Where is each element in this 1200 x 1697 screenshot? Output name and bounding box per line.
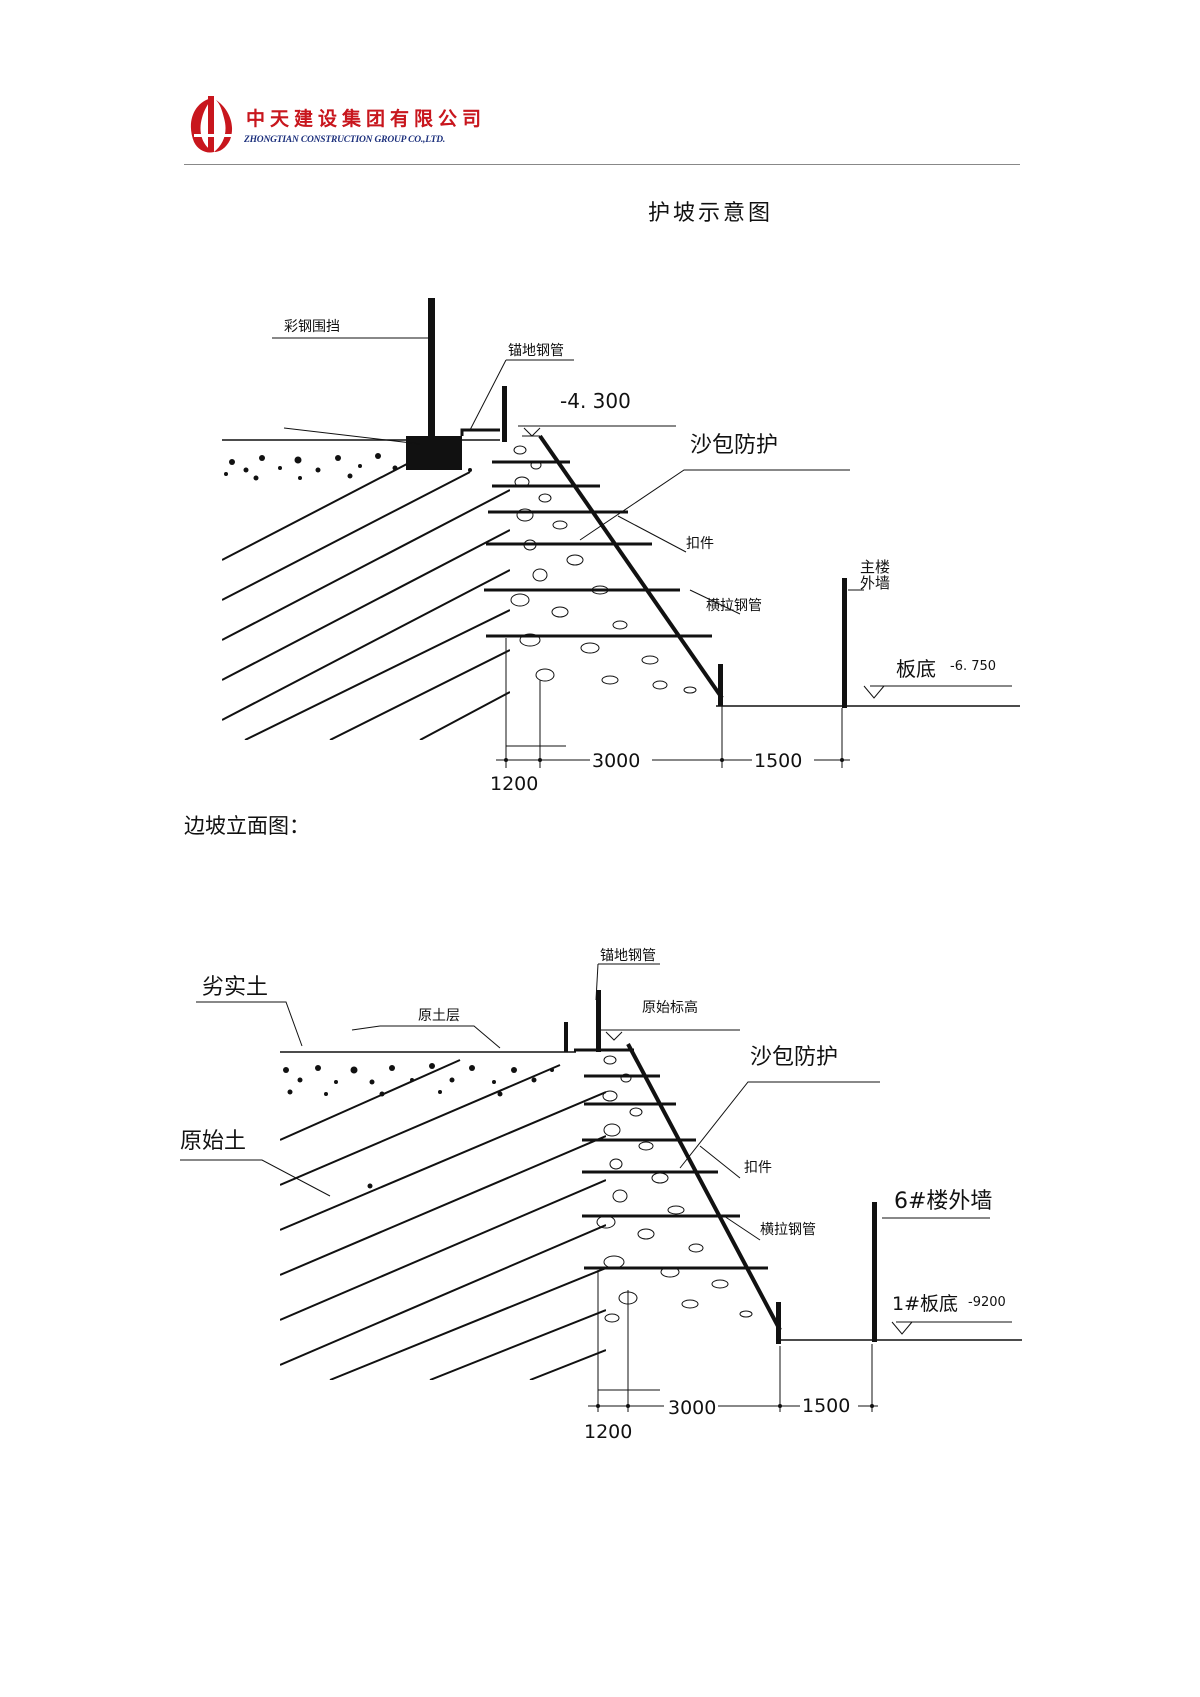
sandbag-label-2: 沙包防护 bbox=[750, 1045, 838, 1070]
dim-1500-label: 1500 bbox=[754, 750, 802, 772]
slab-bottom-label-2: 1#板底 bbox=[892, 1293, 958, 1315]
main-wall-label-1: 主楼 bbox=[860, 558, 890, 576]
slab-bottom-label: 板底 bbox=[896, 657, 936, 681]
dimension-ticks-1 bbox=[504, 758, 844, 762]
building-wall-label: 6#楼外墙 bbox=[894, 1189, 992, 1214]
main-wall-label-2: 外墙 bbox=[860, 574, 890, 592]
zhongtian-logo-icon bbox=[190, 96, 234, 153]
original-layer-label: 原土层 bbox=[418, 1008, 460, 1024]
dim-1200-label: 1200 bbox=[490, 773, 538, 795]
figure-1: 彩钢围挡 锚地钢管 -4. 300 沙包防护 扣件 横拉钢管 主楼 外墙 板底 … bbox=[222, 298, 1020, 795]
section-title: 边坡立面图： bbox=[184, 814, 310, 838]
sandbag-fill bbox=[510, 445, 697, 694]
company-name-cn: 中天建设集团有限公司 bbox=[246, 108, 487, 130]
elevation-mark-icon bbox=[863, 685, 885, 699]
dim-1200-label-2: 1200 bbox=[584, 1421, 632, 1443]
original-level-mark-icon bbox=[605, 1031, 623, 1041]
main-building-wall bbox=[842, 578, 847, 708]
sandbag-fill-2 bbox=[596, 1055, 753, 1323]
anchor-pipe-label-2: 锚地钢管 bbox=[600, 948, 656, 964]
tie-pipe-label-2: 横拉钢管 bbox=[760, 1222, 816, 1238]
anchor-pipe bbox=[502, 386, 507, 442]
tie-pipe-label: 横拉钢管 bbox=[706, 598, 762, 614]
clamp-label: 扣件 bbox=[686, 536, 714, 552]
top-elevation-mark-icon bbox=[523, 427, 541, 437]
sandbag-slope-line-2 bbox=[626, 1043, 782, 1331]
slab-level-label-2: -9200 bbox=[968, 1295, 1006, 1310]
dim-3000-label: 3000 bbox=[592, 750, 640, 772]
dimension-ticks-2 bbox=[596, 1404, 874, 1408]
label-leaders-1 bbox=[272, 337, 864, 615]
elevation-mark-icon-2 bbox=[891, 1321, 913, 1335]
tie-pipes-2 bbox=[574, 1048, 768, 1270]
original-soil-hatch bbox=[222, 451, 510, 740]
compacted-soil-label: 劣实土 bbox=[202, 975, 268, 1000]
sandbag-label: 沙包防护 bbox=[690, 433, 778, 458]
color-steel-fence-post bbox=[428, 298, 435, 440]
original-level-label: 原始标高 bbox=[642, 999, 698, 1016]
slab-level-label: -6. 750 bbox=[950, 659, 996, 674]
dim-3000-label-2: 3000 bbox=[668, 1397, 716, 1419]
dimension-lines-2 bbox=[588, 1270, 878, 1412]
tie-pipes bbox=[484, 460, 712, 638]
slope-toe-pipe-2 bbox=[776, 1302, 781, 1344]
original-soil-hatch-2 bbox=[280, 1059, 606, 1380]
label-leaders-2 bbox=[180, 963, 990, 1241]
anchor-pipe-label: 锚地钢管 bbox=[508, 343, 564, 359]
short-anchor-pipe-2 bbox=[564, 1022, 568, 1052]
header-divider bbox=[184, 164, 1020, 165]
original-soil-label: 原始土 bbox=[180, 1129, 246, 1154]
building-6-wall bbox=[872, 1202, 877, 1342]
page-title: 护坡示意图 bbox=[648, 201, 774, 226]
company-name-en: ZHONGTIAN CONSTRUCTION GROUP CO.,LTD. bbox=[244, 135, 446, 145]
top-elevation-label: -4. 300 bbox=[560, 389, 631, 413]
figure-2: 劣实土 原土层 原始土 锚地钢管 原始标高 沙包防护 扣件 横拉钢管 6#楼外墙… bbox=[180, 948, 1022, 1443]
compacted-soil-dots-2 bbox=[283, 1063, 554, 1189]
dimension-lines-1 bbox=[496, 638, 850, 768]
dim-1500-label-2: 1500 bbox=[802, 1395, 850, 1417]
sandbag-slope-line bbox=[538, 434, 724, 700]
company-logo: 中天建设集团有限公司 ZHONGTIAN CONSTRUCTION GROUP … bbox=[184, 94, 504, 156]
clamp-label-2: 扣件 bbox=[744, 1160, 772, 1176]
slope-toe-pipe bbox=[718, 664, 723, 706]
anchor-pipe-link bbox=[460, 428, 500, 436]
fence-label: 彩钢围挡 bbox=[284, 319, 340, 335]
fence-base-block bbox=[406, 436, 462, 470]
anchor-pipe-2 bbox=[596, 990, 601, 1052]
